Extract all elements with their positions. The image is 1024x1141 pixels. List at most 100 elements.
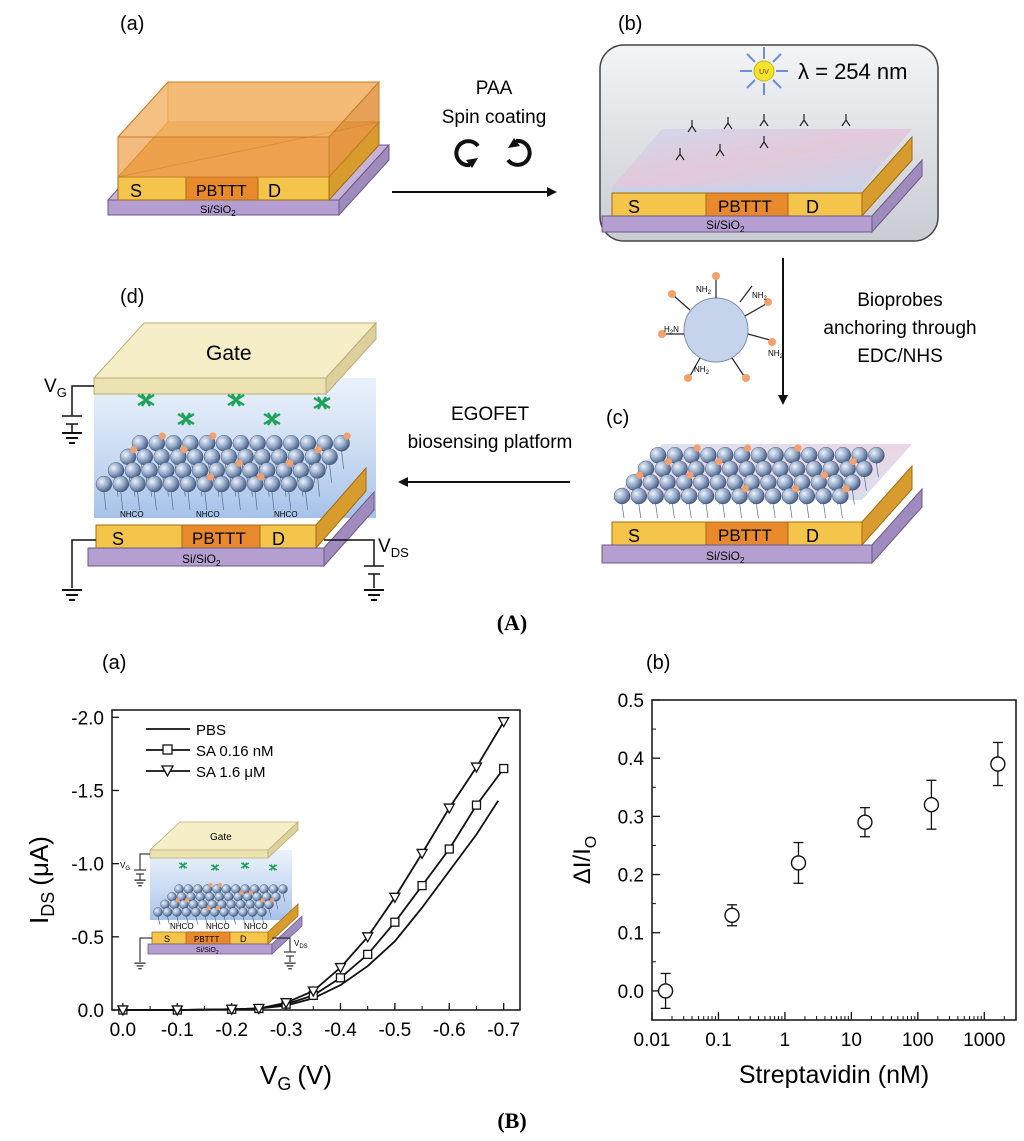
- lipid-tail: [688, 503, 692, 519]
- lipid-head: [309, 462, 326, 479]
- chart1-marker-triangle: [307, 986, 320, 998]
- device-b-semiconductor: PBTTT: [718, 197, 772, 216]
- lipid-tail: [170, 491, 174, 511]
- lipid-tail: [103, 491, 107, 511]
- label-b-b: (b): [646, 652, 670, 674]
- lipid-head: [664, 487, 681, 505]
- chart1-x-tick-label: -0.3: [270, 1020, 303, 1041]
- chart1-frame: [111, 709, 521, 1011]
- lipid-tail: [221, 491, 224, 511]
- lipid-tail: [242, 916, 246, 925]
- lipid-head: [181, 907, 192, 917]
- inset-drain: D: [240, 934, 247, 944]
- probe-dot: [209, 432, 217, 440]
- chart1-marker-square: [499, 763, 509, 774]
- chart2-x-tick-label: 1: [780, 1030, 791, 1051]
- chart1-marker-square: [444, 844, 454, 854]
- inset-gate-label: Gate: [210, 832, 232, 843]
- probe-dot: [130, 446, 138, 454]
- probe-dot: [208, 882, 213, 888]
- nh2-label-4: NH2: [694, 365, 710, 376]
- probe-dot: [741, 485, 749, 493]
- lipid-tail: [672, 503, 675, 519]
- chart1-marker-triangle: [388, 892, 401, 904]
- spin-icon: [454, 138, 532, 168]
- probe-dot: [239, 890, 244, 895]
- chart1-x-tick-label: -0.2: [215, 1020, 248, 1041]
- nhco-label-2: NHCO: [196, 510, 220, 519]
- lipid-head: [146, 475, 163, 493]
- probe-dot: [180, 446, 188, 454]
- label-b-a: (a): [102, 652, 126, 674]
- lambda-label: λ = 254 nm: [798, 59, 907, 84]
- chart2-x-tick-label: 10: [841, 1030, 862, 1051]
- lipid-tail: [176, 916, 180, 925]
- inset-nhco-label-1: NHCO: [170, 922, 194, 931]
- probe-dot: [158, 432, 166, 440]
- lipid-tail: [789, 503, 793, 519]
- inset-semiconductor: PBTTT: [194, 935, 219, 944]
- lipid-tail: [238, 491, 241, 511]
- probe-dot: [686, 471, 694, 479]
- lipid-tail: [233, 916, 236, 925]
- chart1-marker-triangle: [443, 803, 456, 815]
- lipid-tail: [772, 503, 776, 519]
- lipid-tail: [275, 901, 279, 910]
- caption-b: (B): [497, 1108, 526, 1133]
- chart1-xlabel: VG(V): [260, 1060, 332, 1094]
- lipid-tail: [317, 478, 320, 497]
- chart2-y-tick-label: 0.1: [618, 924, 644, 945]
- lipid-tail: [261, 916, 265, 925]
- inset-ground-icon-2: [133, 962, 147, 970]
- lipid-head: [129, 475, 146, 493]
- device-c-substrate: Si/SiO2: [706, 549, 745, 565]
- chart2-point-6: [990, 756, 1006, 772]
- lipid-head: [278, 884, 288, 894]
- chart1-marker-triangle: [497, 717, 510, 729]
- vg-label: VG: [44, 376, 67, 400]
- device-a-drain: D: [268, 181, 281, 201]
- probe-dot: [792, 485, 800, 493]
- lipid-head: [263, 475, 281, 493]
- lipid-tail: [655, 503, 658, 519]
- lipid-head: [613, 487, 631, 505]
- probe-dot: [286, 459, 294, 467]
- legend-item-pbs: PBS: [196, 722, 226, 739]
- probe-dot: [270, 898, 275, 903]
- lipid-head: [228, 907, 239, 917]
- step3-line2: biosensing platform: [408, 432, 573, 453]
- panel-b: (a) (b) 0.0-0.1-0.2-0.3-0.4-0.5-0.6-0.70…: [24, 652, 1017, 1133]
- chart1-y-tick-label: -0.5: [71, 928, 104, 949]
- device-b-drain: D: [806, 197, 819, 217]
- lipid-head: [238, 907, 248, 917]
- chart1-marker-square: [390, 917, 400, 927]
- lipid-head: [815, 487, 832, 505]
- label-a-a: (a): [120, 13, 144, 35]
- lipid-head: [297, 475, 314, 493]
- label-a-c: (c): [606, 407, 629, 429]
- lipid-tail: [288, 491, 292, 511]
- chart2-y-tick-label: 0.5: [618, 691, 644, 712]
- chart1-marker-triangle: [470, 762, 483, 774]
- legend-item-sa-016: SA 0.16 nM: [196, 743, 274, 760]
- lipid-tail: [305, 491, 308, 511]
- lipid-head: [280, 475, 297, 493]
- bioprobe-illustration: NH2 NH2 NH2 NH2 H2N: [658, 272, 784, 382]
- device-d-drain: D: [272, 529, 285, 549]
- chart1-y-tick-label: 0.0: [78, 1001, 104, 1022]
- step1-line2: Spin coating: [442, 107, 547, 128]
- inset-ground-icon-1: [133, 879, 147, 887]
- device-d-substrate: Si/SiO2: [182, 552, 221, 568]
- probe-dot: [217, 882, 222, 888]
- step2-line2: anchoring through: [823, 318, 976, 339]
- device-c-semiconductor: PBTTT: [718, 526, 772, 545]
- probe-dot: [206, 905, 211, 910]
- chart2-y-tick-label: 0.0: [618, 982, 644, 1003]
- lipid-tail: [214, 916, 218, 925]
- legend-item-sa-16: SA 1.6 μM: [196, 764, 266, 781]
- lipid-tail: [329, 464, 332, 483]
- chart1-inset-device: Gate NHCO NHCO NHCO S PBTTT D Si/SiO2: [120, 821, 308, 970]
- probe-dot: [693, 444, 701, 452]
- probe-dot: [842, 485, 850, 493]
